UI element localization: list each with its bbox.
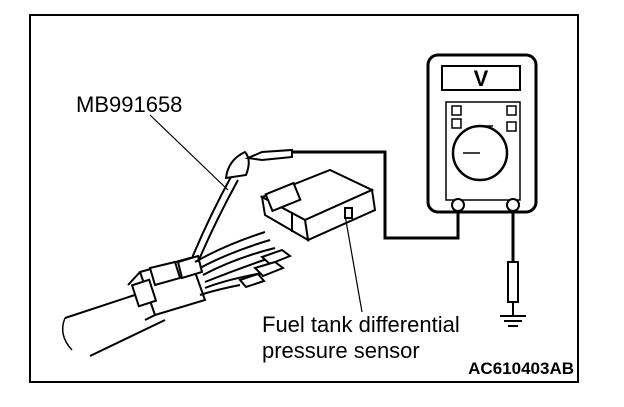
sensor-connector (259, 168, 377, 242)
meter-terminal-com (451, 198, 465, 212)
ground-lead (507, 210, 519, 316)
adapter-harness-wires (191, 174, 276, 296)
tool-label: MB991658 (76, 92, 182, 117)
meter-terminal-v (506, 198, 520, 212)
probe-tips (238, 248, 293, 289)
voltmeter (426, 53, 538, 214)
meter-display (441, 65, 521, 91)
clip-lead (224, 148, 293, 180)
sensor-label-line1: Fuel tank differential (262, 312, 460, 337)
ground-icon (500, 315, 526, 327)
meter-unit-label: V (474, 66, 489, 91)
sensor-label-line2: pressure sensor (262, 338, 420, 363)
leader-lines (149, 114, 363, 313)
test-lead-positive (292, 150, 460, 240)
figure-code: AC610403AB (468, 359, 574, 378)
